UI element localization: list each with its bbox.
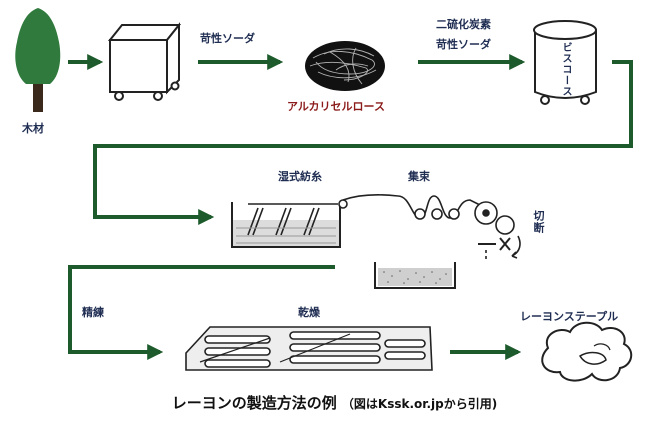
label-viscose: ビスコース (560, 42, 571, 97)
label-bundling: 集束 (408, 170, 430, 183)
alkali-cellulose-icon (305, 41, 385, 91)
label-caustic-soda-1: 苛性ソーダ (200, 32, 255, 45)
label-carbon-disulfide: 二硫化炭素 (436, 18, 491, 31)
tree-icon (15, 8, 61, 112)
figure-caption: レーヨンの製造方法の例 （図はKssk.or.jpから引用) (0, 392, 669, 413)
rayon-staple-icon (541, 321, 633, 382)
flow-arrows (68, 54, 633, 360)
arrow-cut-to-scouring (68, 265, 335, 360)
label-cutting: 切断 (532, 210, 545, 234)
label-alkali-cellulose: アルカリセルロース (287, 100, 386, 113)
fiber-tray-icon (374, 262, 456, 289)
label-wet-spinning: 湿式紡糸 (278, 170, 322, 183)
cube-vessel-icon (107, 22, 182, 101)
caption-source-note: （図はKssk.or.jpから引用) (341, 397, 498, 411)
label-wood: 木材 (22, 122, 44, 135)
label-caustic-soda-2: 苛性ソーダ (436, 38, 491, 51)
drying-conveyor-icon (185, 326, 433, 371)
label-rayon-staple: レーヨンステープル (520, 310, 619, 323)
label-drying: 乾燥 (298, 306, 320, 319)
cutter-icon (474, 201, 521, 262)
caption-title: レーヨンの製造方法の例 (171, 394, 337, 412)
label-scouring: 精練 (82, 306, 104, 319)
arrow-viscose-to-spinning (93, 60, 633, 225)
viscose-drum-icon (533, 20, 597, 105)
bundling-rollers-icon (397, 195, 481, 220)
spinning-bath-icon (231, 194, 399, 248)
